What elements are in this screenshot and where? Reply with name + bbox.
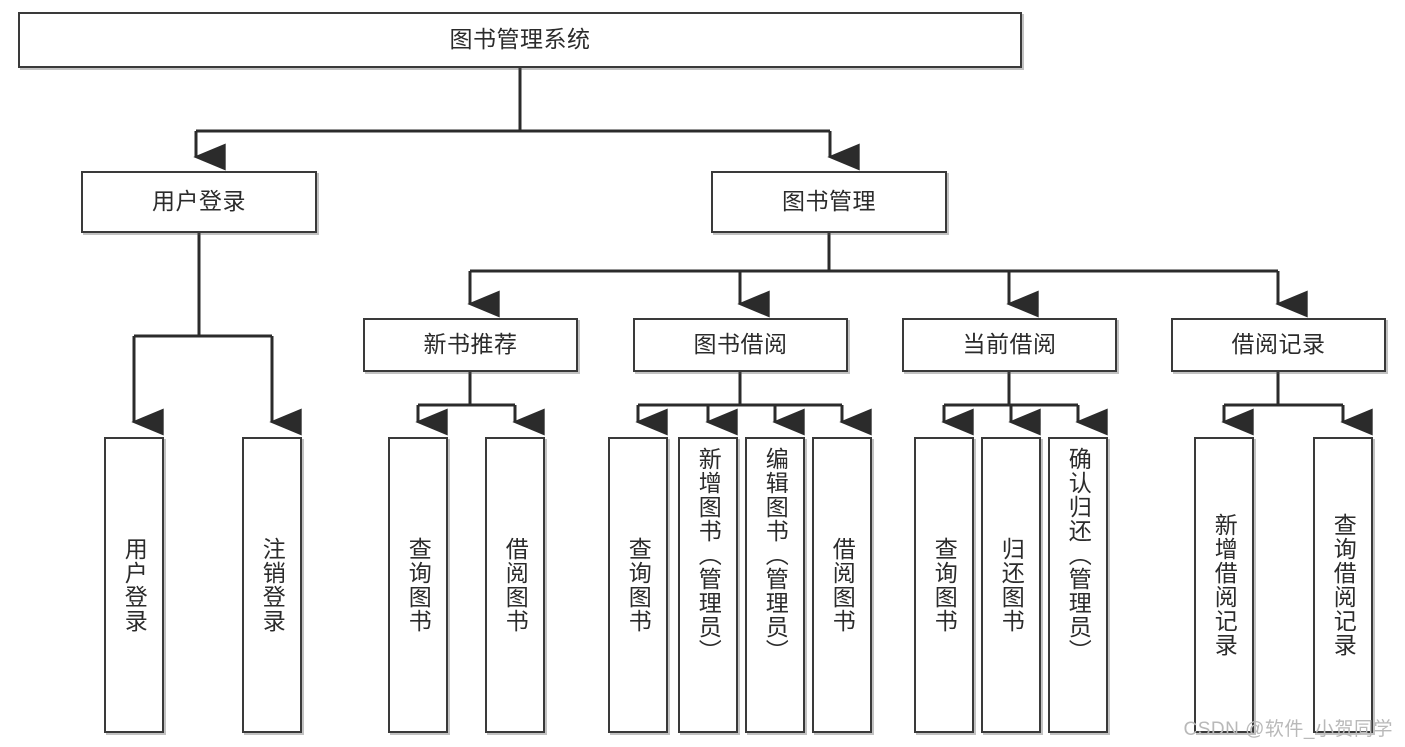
node-book-management[interactable]: 图书管理 bbox=[711, 171, 947, 233]
leaf-borrow-query-book[interactable]: 查询图书 bbox=[608, 437, 668, 733]
node-label: 查询图书 bbox=[625, 537, 652, 633]
node-book-borrow[interactable]: 图书借阅 bbox=[633, 318, 848, 372]
leaf-current-confirm-return-admin[interactable]: 确认归还（管理员） bbox=[1048, 437, 1108, 733]
node-label: 新书推荐 bbox=[423, 331, 518, 358]
node-label: 查询图书 bbox=[405, 537, 432, 633]
leaf-recommend-borrow-book[interactable]: 借阅图书 bbox=[485, 437, 545, 733]
leaf-borrow-edit-book-admin[interactable]: 编辑图书（管理员） bbox=[745, 437, 805, 733]
node-user-login[interactable]: 用户登录 bbox=[81, 171, 317, 233]
leaf-record-add-record[interactable]: 新增借阅记录 bbox=[1194, 437, 1254, 733]
node-label: 查询借阅记录 bbox=[1330, 513, 1357, 657]
node-label: 当前借阅 bbox=[962, 331, 1057, 358]
node-root-system[interactable]: 图书管理系统 bbox=[18, 12, 1022, 68]
node-label: 注销登录 bbox=[259, 537, 286, 633]
node-label: 用户登录 bbox=[121, 537, 148, 633]
node-label: 新增图书（管理员） bbox=[695, 447, 722, 663]
leaf-current-query-book[interactable]: 查询图书 bbox=[914, 437, 974, 733]
node-label: 图书借阅 bbox=[693, 331, 788, 358]
node-label: 编辑图书（管理员） bbox=[762, 447, 789, 663]
node-borrow-record[interactable]: 借阅记录 bbox=[1171, 318, 1386, 372]
leaf-user-login-do-login[interactable]: 用户登录 bbox=[104, 437, 164, 733]
watermark-text: CSDN @软件_小贺同学 bbox=[1183, 719, 1393, 740]
node-new-book-recommend[interactable]: 新书推荐 bbox=[363, 318, 578, 372]
node-label: 借阅图书 bbox=[829, 537, 856, 633]
node-label: 确认归还（管理员） bbox=[1065, 447, 1092, 663]
leaf-borrow-borrow-book[interactable]: 借阅图书 bbox=[812, 437, 872, 733]
node-label: 查询图书 bbox=[931, 537, 958, 633]
node-current-borrow[interactable]: 当前借阅 bbox=[902, 318, 1117, 372]
node-label: 图书管理系统 bbox=[449, 26, 591, 53]
node-label: 图书管理 bbox=[782, 188, 876, 215]
leaf-user-login-logout[interactable]: 注销登录 bbox=[242, 437, 302, 733]
leaf-current-return-book[interactable]: 归还图书 bbox=[981, 437, 1041, 733]
leaf-recommend-query-book[interactable]: 查询图书 bbox=[388, 437, 448, 733]
node-label: 用户登录 bbox=[152, 188, 246, 215]
node-label: 借阅图书 bbox=[502, 537, 529, 633]
node-label: 新增借阅记录 bbox=[1211, 513, 1238, 657]
leaf-borrow-add-book-admin[interactable]: 新增图书（管理员） bbox=[678, 437, 738, 733]
node-label: 归还图书 bbox=[998, 537, 1025, 633]
node-label: 借阅记录 bbox=[1231, 331, 1326, 358]
leaf-record-query-record[interactable]: 查询借阅记录 bbox=[1313, 437, 1373, 733]
